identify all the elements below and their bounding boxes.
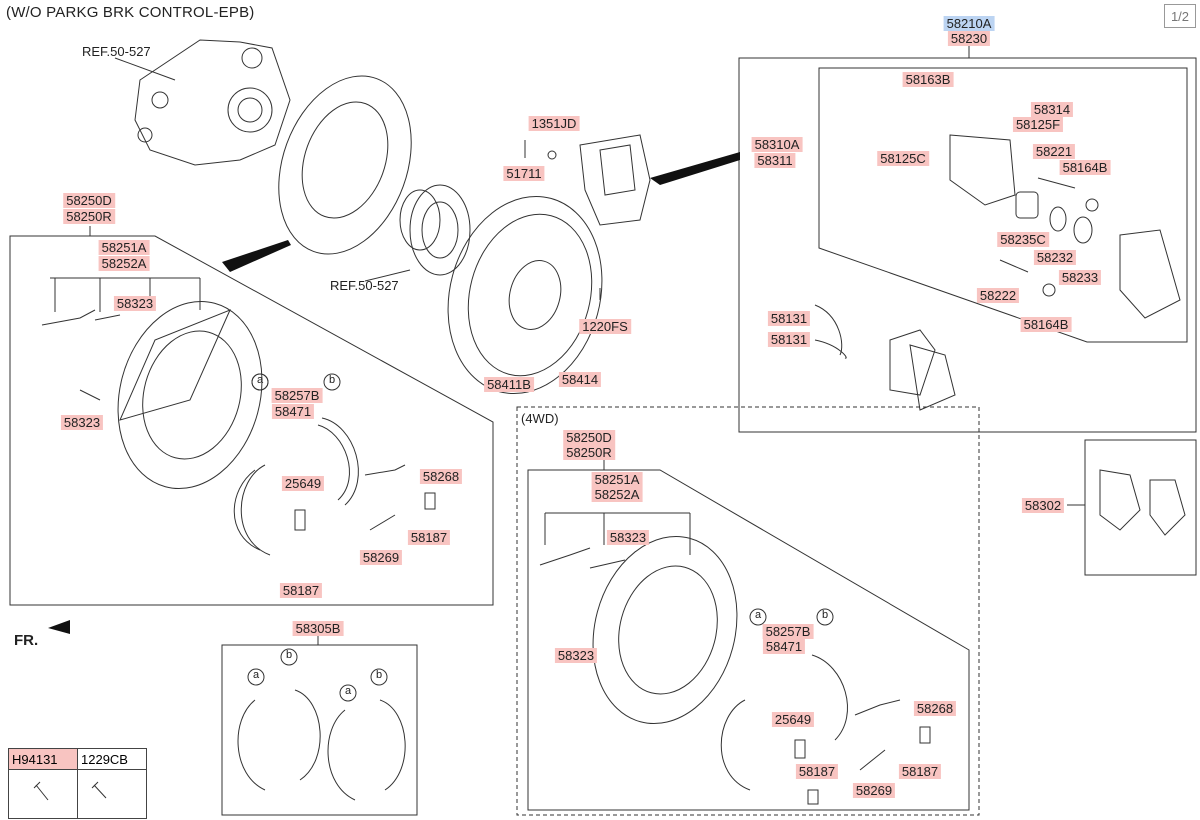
part-58305B[interactable]: 58305B — [292, 621, 344, 636]
part-58411B[interactable]: 58411B — [484, 377, 534, 392]
part-58323-left-a[interactable]: 58323 — [113, 296, 157, 311]
part-58235C[interactable]: 58235C — [997, 232, 1049, 247]
part-1351JD[interactable]: 1351JD — [528, 116, 580, 131]
mark-a-right: a — [755, 609, 762, 621]
part-58187-left-a[interactable]: 58187 — [407, 530, 451, 545]
part-58268-right[interactable]: 58268 — [913, 701, 957, 716]
part-58233[interactable]: 58233 — [1058, 270, 1102, 285]
part-58221[interactable]: 58221 — [1032, 144, 1076, 159]
shoe-set-box — [221, 644, 418, 816]
part-58323-left-b[interactable]: 58323 — [60, 415, 104, 430]
part-58252A-right[interactable]: 58252A — [591, 487, 643, 502]
part-1220FS[interactable]: 1220FS — [579, 319, 631, 334]
part-58414[interactable]: 58414 — [558, 372, 602, 387]
page-title: (W/O PARKG BRK CONTROL-EPB) — [6, 4, 255, 21]
part-58250R-right[interactable]: 58250R — [563, 445, 615, 460]
mark-a-set-2: a — [345, 685, 352, 697]
part-58222[interactable]: 58222 — [976, 288, 1020, 303]
part-51711[interactable]: 51711 — [503, 166, 545, 181]
bolt-icon — [8, 769, 78, 819]
part-58125F[interactable]: 58125F — [1012, 117, 1064, 132]
pointer-arrow-right — [650, 152, 740, 185]
part-58311[interactable]: 58311 — [754, 153, 796, 168]
mark-b-left: b — [329, 374, 336, 386]
knuckle-outline — [134, 39, 291, 166]
part-58257B-left[interactable]: 58257B — [271, 388, 323, 403]
part-58187-left-b[interactable]: 58187 — [279, 583, 323, 598]
fourwd-box — [516, 406, 980, 816]
part-58257B-right[interactable]: 58257B — [762, 624, 814, 639]
part-58164B-b[interactable]: 58164B — [1020, 317, 1072, 332]
part-58251A-right[interactable]: 58251A — [591, 472, 643, 487]
mark-a-set-1: a — [253, 669, 260, 681]
part-58125C[interactable]: 58125C — [877, 151, 929, 166]
part-58187-right-b[interactable]: 58187 — [898, 764, 942, 779]
fastener-H94131[interactable]: H94131 — [8, 748, 78, 770]
pad-kit-box — [1084, 439, 1197, 576]
ref-label-top[interactable]: REF.50-527 — [82, 44, 151, 59]
part-58471-left[interactable]: 58471 — [271, 404, 315, 419]
mark-b-set-1: b — [286, 649, 293, 661]
part-58268-left[interactable]: 58268 — [419, 469, 463, 484]
part-58210A[interactable]: 58210A — [943, 16, 995, 31]
part-58252A-left[interactable]: 58252A — [98, 256, 150, 271]
part-58323-right-a[interactable]: 58323 — [606, 530, 650, 545]
part-58323-right-b[interactable]: 58323 — [554, 648, 598, 663]
part-58250D-right[interactable]: 58250D — [563, 430, 615, 445]
part-58314[interactable]: 58314 — [1030, 102, 1074, 117]
part-58310A[interactable]: 58310A — [751, 137, 803, 152]
mark-a-left: a — [257, 374, 264, 386]
ref-label-mid[interactable]: REF.50-527 — [330, 278, 399, 293]
caliper-inner-box — [818, 67, 1188, 343]
mark-b-right: b — [822, 609, 829, 621]
mark-b-set-2: b — [376, 669, 383, 681]
part-58250R-left[interactable]: 58250R — [63, 209, 115, 224]
brake-kit-box-right — [527, 469, 970, 811]
part-58164B-a[interactable]: 58164B — [1059, 160, 1111, 175]
part-58269-right[interactable]: 58269 — [852, 783, 896, 798]
part-58250D-left[interactable]: 58250D — [63, 193, 115, 208]
page-indicator[interactable]: 1/2 — [1164, 4, 1196, 28]
front-arrow — [48, 620, 70, 634]
part-58163B[interactable]: 58163B — [902, 72, 954, 87]
fourwd-label: (4WD) — [521, 411, 559, 426]
part-25649-left[interactable]: 25649 — [281, 476, 325, 491]
part-58230[interactable]: 58230 — [947, 31, 991, 46]
brake-kit-box-left — [9, 235, 494, 606]
part-58131-b[interactable]: 58131 — [767, 332, 811, 347]
part-58269-left[interactable]: 58269 — [359, 550, 403, 565]
fastener-table: H94131 1229CB — [8, 748, 147, 819]
part-58251A-left[interactable]: 58251A — [98, 240, 150, 255]
pointer-arrow-left — [222, 240, 291, 272]
screw-icon — [77, 769, 147, 819]
part-58302[interactable]: 58302 — [1021, 498, 1065, 513]
part-58471-right[interactable]: 58471 — [762, 639, 806, 654]
front-label: FR. — [14, 632, 39, 649]
caliper-assembly-box — [738, 57, 1197, 433]
fastener-1229CB[interactable]: 1229CB — [77, 748, 147, 770]
part-58187-right-a[interactable]: 58187 — [795, 764, 839, 779]
part-58232[interactable]: 58232 — [1033, 250, 1077, 265]
part-58131-a[interactable]: 58131 — [767, 311, 811, 326]
part-25649-right[interactable]: 25649 — [771, 712, 815, 727]
